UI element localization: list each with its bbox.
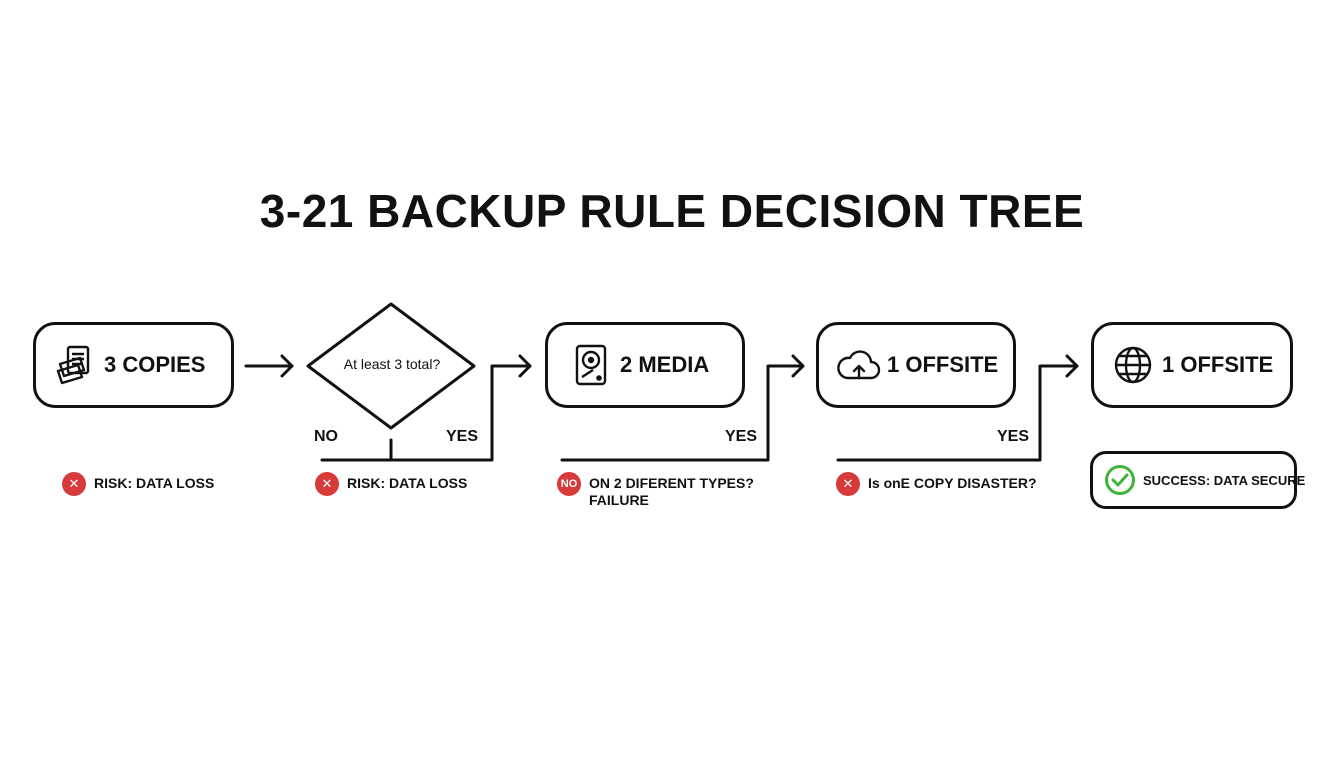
outcome-disaster: ✕ Is onE COPY DISASTER? bbox=[836, 472, 1037, 496]
outcome-risk-data-loss: ✕ RISK: DATA LOSS bbox=[62, 472, 214, 496]
outcome-text: SUCCESS: DATA SECURE bbox=[1143, 472, 1306, 488]
media-yes-path bbox=[560, 354, 805, 462]
branch-label-no: NO bbox=[314, 428, 338, 445]
node-2-media: 2 MEDIA bbox=[545, 322, 745, 408]
outcome-text: Is onE COPY DISASTER? bbox=[868, 475, 1037, 491]
branch-label-yes: YES bbox=[997, 428, 1030, 445]
hard-drive-icon bbox=[568, 342, 614, 388]
decision-diamond bbox=[306, 302, 476, 430]
node-1-offsite-cloud: 1 OFFSITE bbox=[816, 322, 1016, 408]
node-3-copies: 3 COPIES bbox=[33, 322, 234, 408]
decision-question: At least 3 total? bbox=[343, 356, 441, 372]
outcome-text: RISK: DATA LOSS bbox=[347, 475, 468, 491]
documents-icon bbox=[52, 342, 98, 388]
error-x-icon: ✕ bbox=[836, 472, 860, 496]
error-x-icon: ✕ bbox=[315, 472, 339, 496]
node-label: 1 OFFSITE bbox=[1162, 352, 1274, 377]
node-1-offsite-globe: 1 OFFSITE bbox=[1091, 322, 1293, 408]
arrow-copies-to-decision bbox=[244, 354, 294, 378]
node-label: 2 MEDIA bbox=[620, 352, 710, 377]
diagram-title: 3-21 BACKUP RULE DECISION TREE bbox=[259, 185, 1085, 237]
checkmark-icon bbox=[1105, 465, 1135, 495]
error-no-badge: NO bbox=[557, 472, 581, 496]
outcome-text: FAILURE bbox=[589, 492, 649, 508]
error-x-icon: ✕ bbox=[62, 472, 86, 496]
outcome-media-failure: NO ON 2 DIFERENT TYPES? FAILURE bbox=[557, 472, 754, 509]
cloud-upload-icon bbox=[835, 342, 881, 388]
outcome-question: ON 2 DIFERENT TYPES? bbox=[589, 475, 754, 491]
offsite-yes-path bbox=[836, 354, 1079, 462]
outcome-text: RISK: DATA LOSS bbox=[94, 475, 215, 491]
outcome-risk-data-loss: ✕ RISK: DATA LOSS bbox=[315, 472, 467, 496]
outcome-success: SUCCESS: DATA SECURE bbox=[1090, 451, 1305, 509]
branch-label-yes: YES bbox=[446, 428, 479, 445]
decision-yes-path bbox=[320, 354, 532, 462]
globe-icon bbox=[1110, 342, 1156, 388]
node-label: 3 COPIES bbox=[104, 352, 206, 377]
branch-label-yes: YES bbox=[725, 428, 758, 445]
node-label: 1 OFFSITE bbox=[887, 352, 999, 377]
